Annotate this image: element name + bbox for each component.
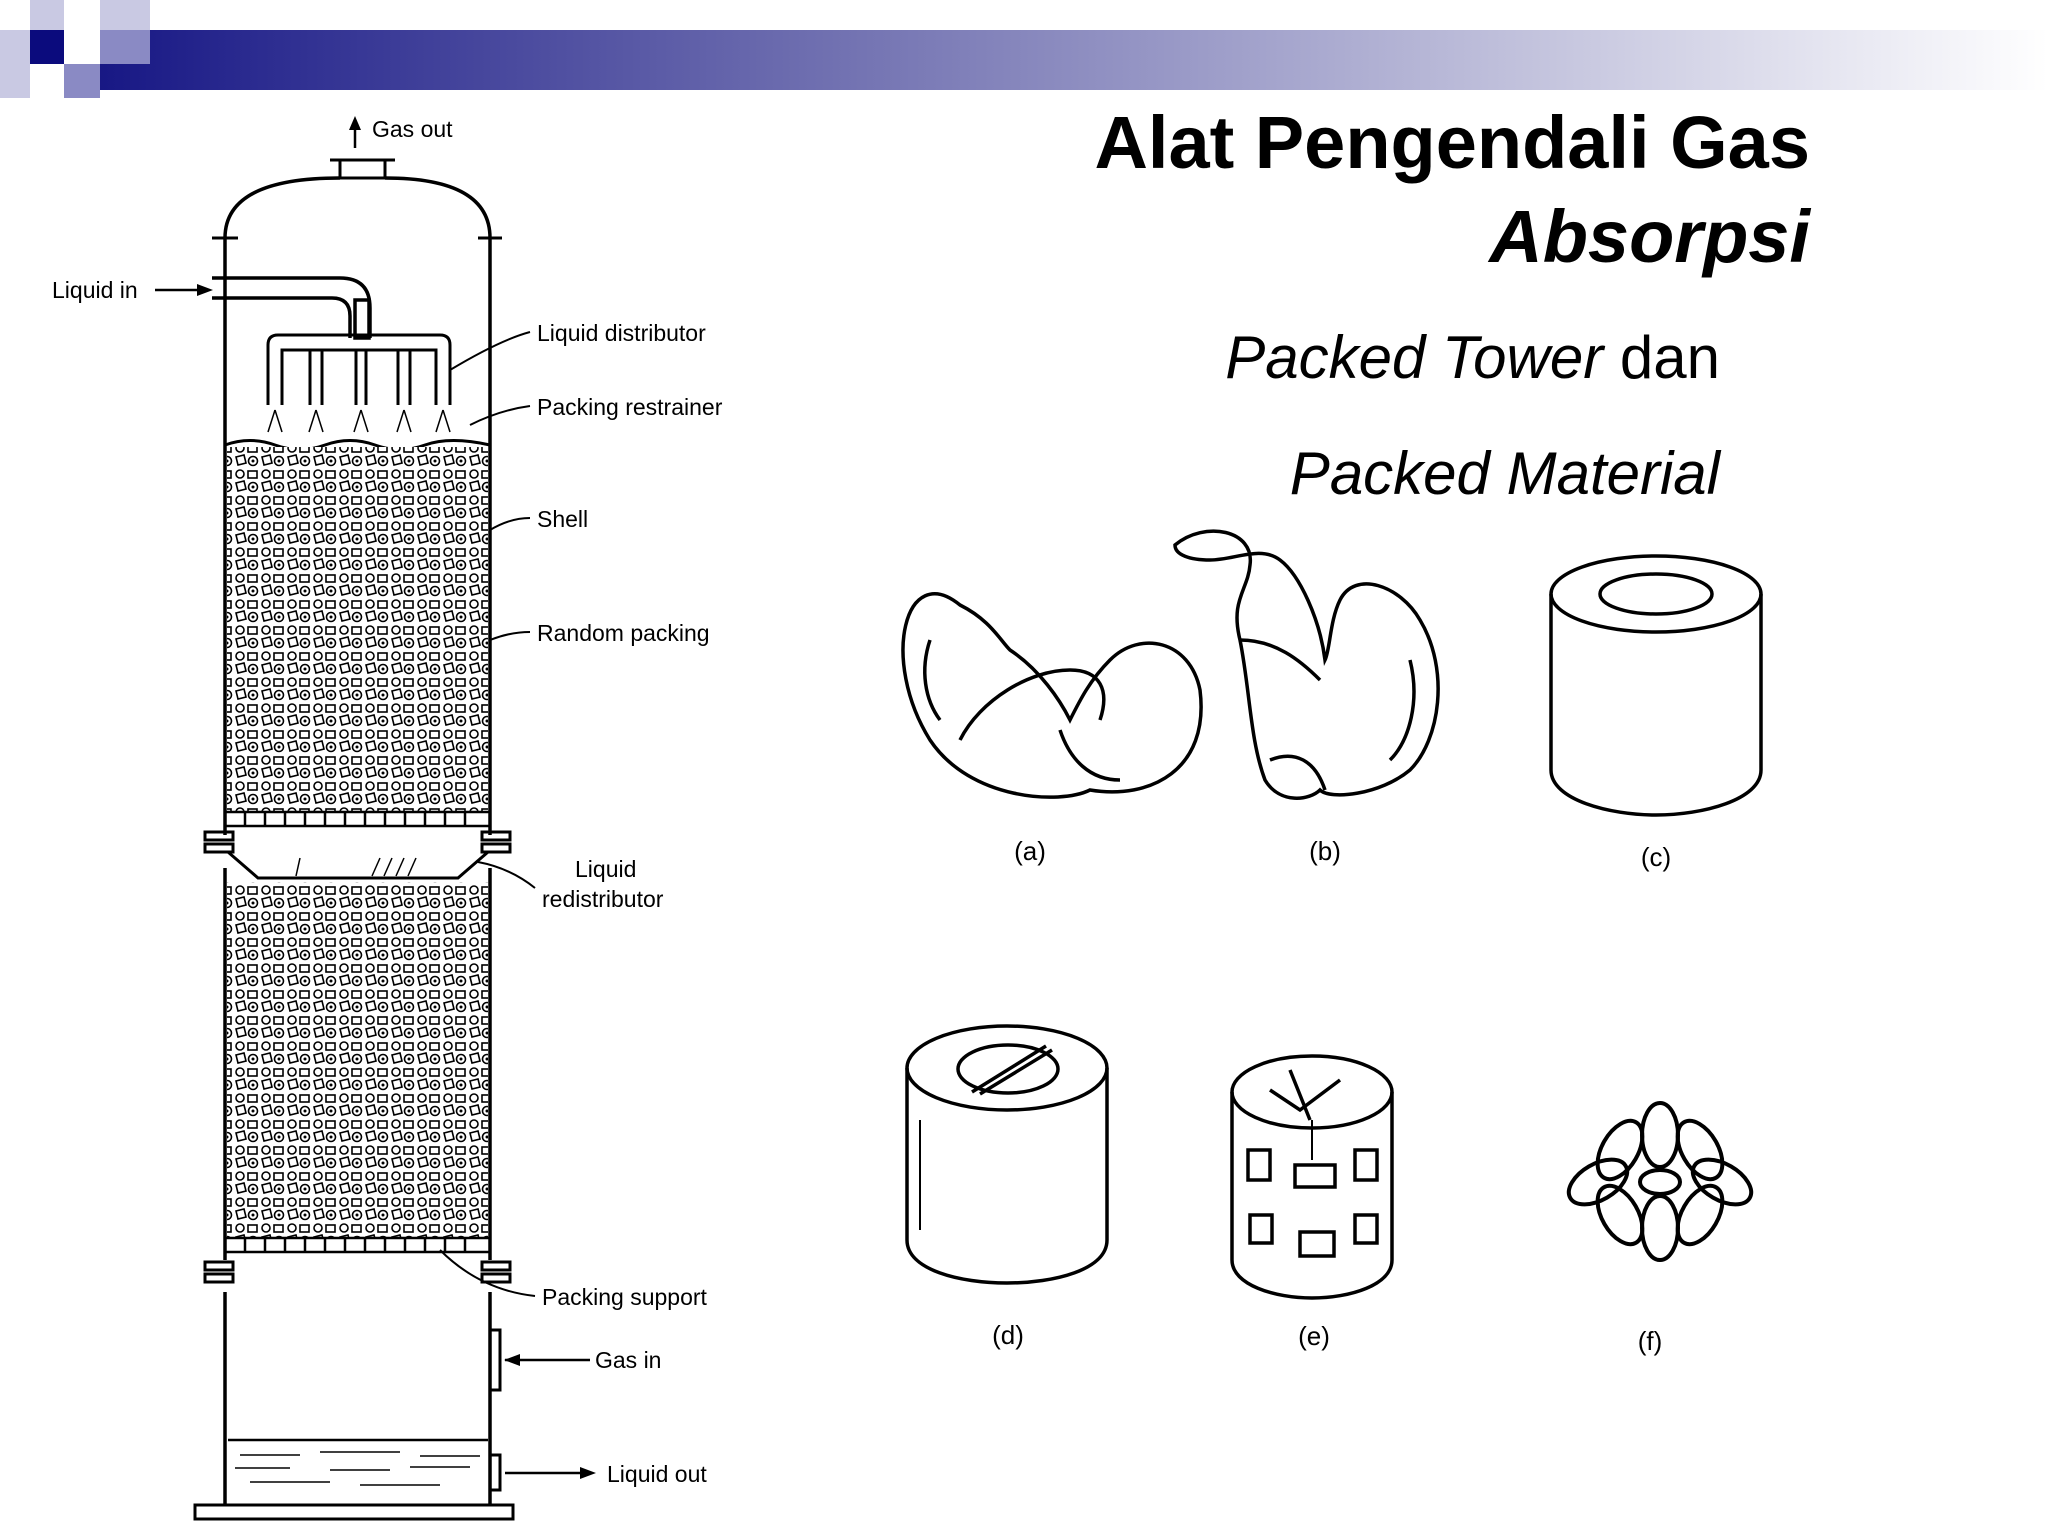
leader-lines: [439, 331, 536, 1297]
label-packing-b: (b): [1309, 836, 1341, 866]
label-liquid-out: Liquid out: [607, 1461, 707, 1487]
packing-restrainer: [224, 439, 491, 451]
packing-a-berl-saddle: [901, 592, 1203, 799]
lower-random-packing: [227, 882, 488, 1238]
upper-packing-support: [223, 810, 492, 828]
tower-shell: [223, 176, 492, 1505]
subtitle-dan: dan: [1603, 324, 1720, 391]
flange-upper: [203, 830, 512, 854]
label-packing-d: (d): [992, 1320, 1024, 1350]
label-packing-f: (f): [1638, 1326, 1663, 1356]
label-packing-support: Packing support: [542, 1284, 708, 1310]
title-line-1: Alat Pengendali Gas: [1094, 101, 1810, 184]
label-packing-e: (e): [1298, 1321, 1330, 1351]
liquid-inlet-pipe: [212, 276, 372, 340]
label-packing-a: (a): [1014, 836, 1046, 866]
packed-tower-diagram: Gas out Liquid in: [52, 116, 723, 1521]
packing-c-raschig-ring: [1549, 554, 1763, 817]
liquid-outlet-nozzle: [490, 1453, 502, 1492]
label-packing-c: (c): [1641, 842, 1671, 872]
liquid-distributor: [266, 333, 452, 405]
label-random-packing: Random packing: [537, 620, 710, 646]
lower-packing-support: [223, 1236, 492, 1254]
slide-subtitle: Packed Tower dan Packed Material: [1080, 300, 1720, 532]
label-liquid-redistributor-2: redistributor: [542, 886, 664, 912]
slide-title: Alat Pengendali Gas Absorpsi: [980, 96, 1810, 284]
upper-random-packing: [227, 447, 488, 812]
spray-drops: [267, 409, 451, 433]
subtitle-packed-tower: Packed Tower: [1225, 324, 1604, 391]
label-liquid-redistributor-1: Liquid: [575, 856, 636, 882]
label-gas-in: Gas in: [595, 1347, 661, 1373]
subtitle-line-1: Packed Tower dan: [1080, 300, 1720, 416]
packing-e-pall-ring: [1230, 1054, 1394, 1300]
packing-b-intalox-saddle: [1173, 529, 1440, 800]
packing-d-lessing-ring: [905, 1024, 1109, 1285]
label-shell: Shell: [537, 506, 588, 532]
packing-f-tellerette: [1566, 1101, 1754, 1262]
gas-outlet-nozzle: [330, 158, 395, 180]
title-line-2: Absorpsi: [1489, 195, 1810, 278]
gas-inlet-nozzle: [490, 1328, 502, 1392]
corner-squares-logo: [0, 0, 150, 98]
label-liquid-distributor: Liquid distributor: [537, 320, 706, 346]
liquid-pool: [228, 1438, 488, 1486]
flange-lower: [203, 1260, 512, 1284]
tower-base: [193, 1503, 515, 1521]
header-gradient-bar: [0, 30, 2048, 90]
label-gas-out: Gas out: [372, 116, 453, 142]
label-liquid-in: Liquid in: [52, 277, 138, 303]
liquid-redistributor: [227, 850, 489, 880]
gas-out-arrowhead: [349, 116, 361, 130]
subtitle-line-2: Packed Material: [1289, 440, 1720, 507]
packing-shapes-figure: (a) (b) (c) (d) (e): [901, 529, 1763, 1356]
label-packing-restrainer: Packing restrainer: [537, 394, 723, 420]
